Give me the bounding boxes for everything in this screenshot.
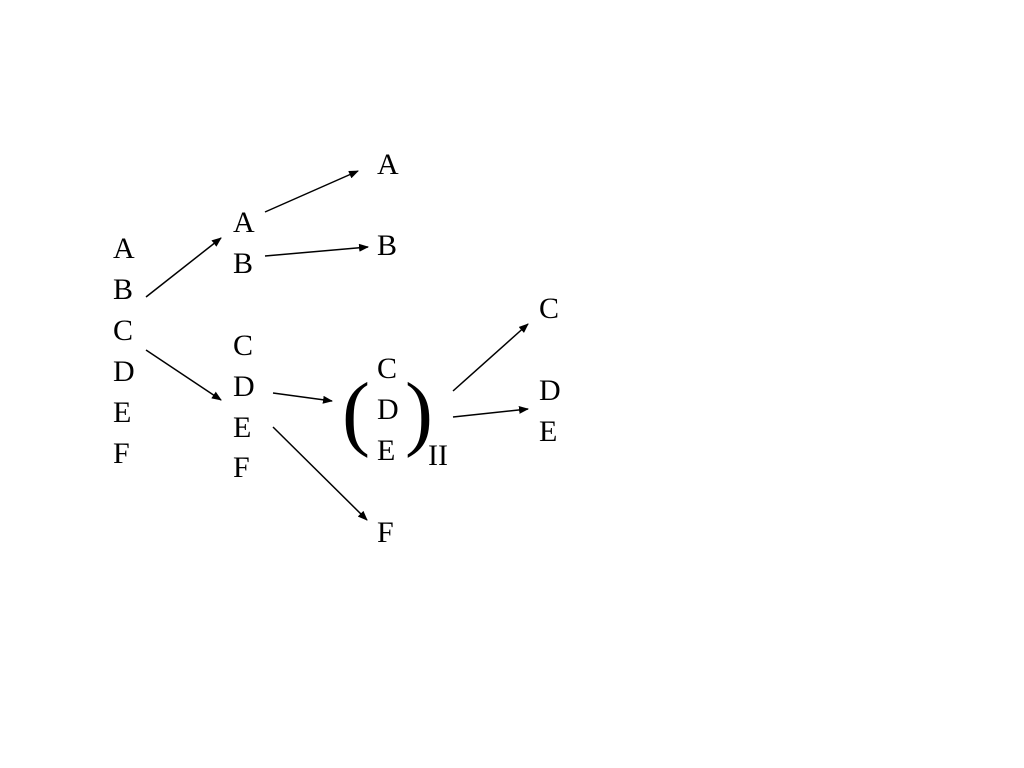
level2-item-a: A bbox=[377, 148, 399, 181]
level3-item-d: D bbox=[539, 374, 561, 407]
root-item-e: E bbox=[113, 396, 131, 429]
level1-bottom-item-f: F bbox=[233, 451, 250, 484]
level1-top-item-b: B bbox=[233, 247, 253, 280]
open-parenthesis: ( bbox=[342, 366, 370, 459]
level2-group-item-c: C bbox=[377, 352, 397, 385]
arrow-cdef-to-cde bbox=[272, 392, 333, 404]
root-item-f: F bbox=[113, 437, 130, 470]
arrow-cde-to-de bbox=[452, 405, 529, 418]
level1-bottom-item-c: C bbox=[233, 329, 253, 362]
root-item-b: B bbox=[113, 273, 133, 306]
root-column: A B C D E F bbox=[113, 232, 135, 470]
root-item-a: A bbox=[113, 232, 135, 265]
group-subscript: II bbox=[428, 439, 448, 472]
level1-bottom-item-d: D bbox=[233, 370, 255, 403]
level3-item-e: E bbox=[539, 415, 557, 448]
root-item-d: D bbox=[113, 355, 135, 388]
arrow-cde-to-c bbox=[452, 323, 529, 392]
level3-de-group: D E bbox=[539, 374, 561, 448]
arrow-cdef-to-f bbox=[272, 426, 368, 521]
level2-group-item-e: E bbox=[377, 434, 395, 467]
root-item-c: C bbox=[113, 314, 133, 347]
level3-item-c: C bbox=[539, 292, 559, 325]
arrow-root-to-cdef bbox=[145, 349, 222, 401]
level1-top-item-a: A bbox=[233, 206, 255, 239]
arrow-ab-to-b bbox=[264, 243, 369, 257]
level1-bottom-group: C D E F bbox=[233, 329, 255, 484]
level1-top-group: A B bbox=[233, 206, 255, 280]
level2-item-f: F bbox=[377, 516, 394, 549]
level2-group-item-d: D bbox=[377, 393, 399, 426]
level2-cde-group: ( C D E ) II bbox=[342, 352, 448, 472]
arrow-root-to-ab bbox=[145, 237, 222, 298]
level1-bottom-item-e: E bbox=[233, 411, 251, 444]
level2-item-b: B bbox=[377, 229, 397, 262]
arrow-ab-to-a bbox=[264, 170, 359, 213]
close-parenthesis: ) bbox=[405, 366, 433, 459]
